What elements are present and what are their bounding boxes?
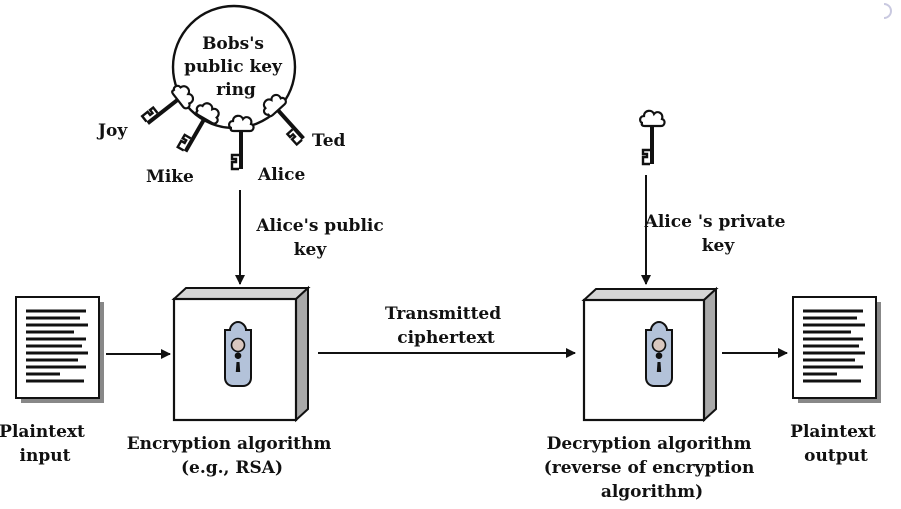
private-key-label: Alice 's private key (644, 212, 792, 256)
encryption-algorithm-box (171, 285, 311, 423)
decryption-label: Decryption algorithm (reverse of encrypt… (544, 434, 761, 502)
key-owner-ted: Ted (312, 131, 346, 151)
alice-key-icon (227, 114, 255, 171)
key-owner-joy: Joy (96, 121, 128, 141)
key-ring-label: Bobs's public key ring (184, 34, 288, 100)
decryption-lock-icon (645, 320, 673, 387)
key-owner-alice: Alice (257, 165, 305, 185)
plaintext-output-document-icon (792, 296, 881, 403)
plaintext-input-label: Plaintext input (0, 422, 91, 466)
encryption-label: Encryption algorithm (e.g., RSA) (127, 434, 338, 478)
key-owner-mike: Mike (146, 167, 194, 187)
mike-key-icon (174, 98, 225, 159)
bob-public-key-ring: Bobs's public key ring Joy Mike Alice Te… (96, 4, 346, 187)
ciphertext-label: Transmitted ciphertext (385, 304, 507, 348)
joy-key-icon (139, 79, 199, 135)
public-key-label: Alice's public key (255, 216, 389, 260)
plaintext-input-document-icon (15, 296, 104, 403)
plaintext-output-label: Plaintext output (790, 422, 882, 466)
encryption-lock-icon (224, 320, 252, 387)
decryption-algorithm-box (581, 286, 719, 423)
private-key-icon (638, 109, 666, 166)
corner-mark-icon (883, 3, 892, 19)
